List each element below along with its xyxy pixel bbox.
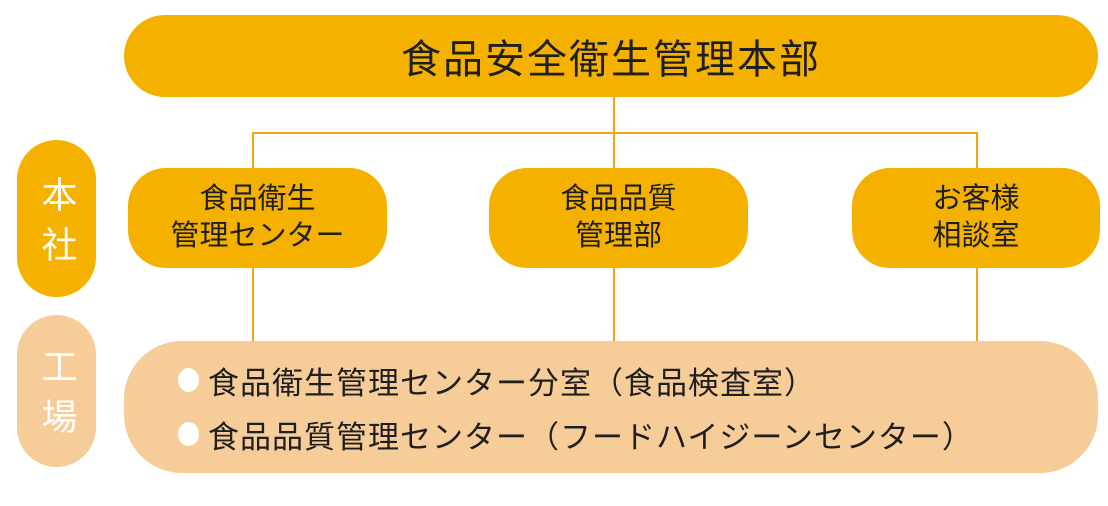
side-label-factory-text: 工場	[36, 348, 78, 448]
branch-label-line: お客様	[932, 183, 1020, 215]
connector-horizontal-line	[252, 132, 978, 134]
branch-label-line: 食品品質	[560, 183, 677, 215]
branch-node-food-quality-dept: 食品品質 管理部	[489, 168, 748, 268]
branch-node-food-hygiene-center: 食品衛生 管理センター	[128, 168, 387, 268]
connector-right-factory-line	[976, 267, 978, 342]
root-node-food-safety-headquarters: 食品安全衛生管理本部	[124, 15, 1098, 97]
root-node-label: 食品安全衛生管理本部	[401, 38, 821, 82]
connector-middle-factory-line	[613, 267, 615, 342]
branch-label-line: 食品衛生	[199, 183, 316, 215]
connector-left-factory-line	[252, 267, 254, 342]
side-label-head-office-text: 本社	[36, 175, 78, 276]
factory-item-label: 食品衛生管理センター分室（食品検査室）	[208, 365, 816, 401]
factory-item-row: 食品衛生管理センター分室（食品検査室）	[178, 358, 816, 403]
branch-node-customer-service: お客様 相談室	[852, 168, 1100, 268]
branch-label-line: 管理センター	[170, 220, 345, 252]
bullet-circle-icon	[178, 368, 199, 392]
bullet-circle-icon	[178, 422, 199, 446]
connector-left-branch-line	[252, 132, 254, 169]
side-label-head-office: 本社	[17, 140, 96, 297]
factory-item-row: 食品品質管理センター（フードハイジーンセンター）	[178, 412, 974, 457]
branch-label-line: 相談室	[932, 220, 1020, 252]
factory-item-label: 食品品質管理センター（フードハイジーンセンター）	[208, 419, 974, 455]
factory-node-group: 食品衛生管理センター分室（食品検査室） 食品品質管理センター（フードハイジーンセ…	[124, 341, 1098, 473]
connector-right-branch-line	[976, 132, 978, 169]
branch-label-line: 管理部	[574, 220, 662, 252]
side-label-factory: 工場	[17, 315, 96, 467]
